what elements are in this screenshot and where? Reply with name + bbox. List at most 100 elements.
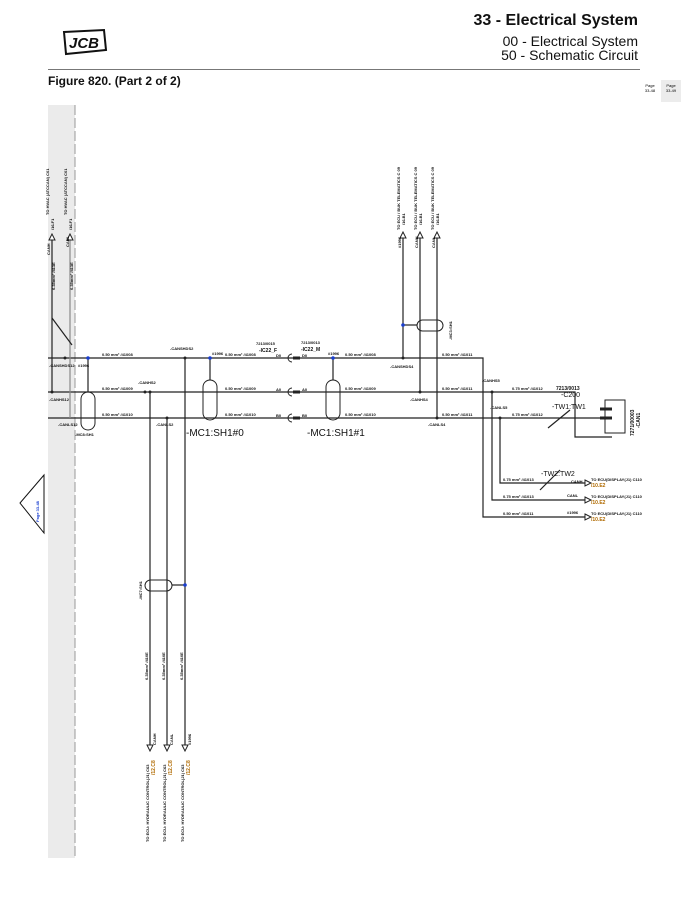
connector-ic22 [287,353,300,423]
pin-label: B0 [302,413,308,418]
signal-label: CANL [169,733,174,745]
page-link-label: Page [645,83,655,88]
signal-label: #1996 [187,733,192,745]
pin-label: A0 [276,387,282,392]
pin-ref: /12.C8 [151,760,157,775]
pin-label: B0 [276,413,282,418]
page-ref-label: Page 33-48 [35,500,40,522]
splice-label: -CANHS5 [482,378,501,383]
pin-ref: /16.B1 [435,212,440,225]
shield-ovals [80,319,444,592]
ic22m-part: 7213/0013 [301,340,321,345]
display-outputs: TO ECU(DISPLAY(J1) C110 TO ECU(DISPLAY(J… [541,471,643,523]
signal-label: CANH [414,236,419,248]
subsection-title: 00 - Electrical System [502,33,638,49]
splice-label: -CANHS4 [410,397,429,402]
wire-spec: 0.35mm² /413E [69,262,74,290]
hydraulic-outputs: 0.35mm² /410E 0.35mm² /410E 0.35mm² /410… [144,652,192,842]
shield-label: -MC8:SH1 [75,432,95,437]
telematics-outputs: TO ECU / BUK TELEMATICS C 09 TO ECU / BU… [396,166,441,248]
splice-label: -CANLS12 [58,422,78,427]
wire-spec: 0.50 mm² /41008 [225,352,256,357]
connector-c200: 7213/0013 -C200 -TW1:TW1 7271/00003 -CAN… [552,386,642,436]
c200-part: 7213/0013 [556,386,580,392]
destination-label: TO ECU: HYDRAULIC CONTROL(J1) C63 [180,764,185,842]
shield-mc1-1 [325,379,341,421]
pin-label: A0 [302,387,308,392]
shield-mc7 [144,579,173,592]
pin-ref: /12.C8 [186,760,192,775]
wire-spec: 0.35mm² /413E [51,262,56,290]
destination-label: TO ECU(DISPLAY(J1) C110 [591,477,643,482]
wire-spec: 0.50 mm² /41011 [503,511,534,516]
destination-label: TO HVAC (ATCCAN) C01 [63,168,68,215]
destination-label: TO ECU: HYDRAULIC CONTROL(J1) C63 [145,764,150,842]
ic22m-name: -IC22_M [301,347,320,353]
pin-label: D0 [276,353,282,358]
wire-spec: 0.35mm² /410E [179,652,184,680]
pin-ref: /16.B1 [401,212,406,225]
figure-caption: Figure 820. (Part 2 of 2) [48,74,181,88]
ic22f-part: 7213/0015 [256,341,276,346]
splice-label: -CANLS2 [156,422,174,427]
page-link-label: Page [666,83,676,88]
wire-spec: 0.50 mm² /41009 [102,386,133,391]
wire-spec: 0.75 mm² /41012 [512,412,543,417]
shield-mc1-0 [202,379,218,421]
section-title: 33 - Electrical System [473,12,638,29]
can1-part: 7271/00003 [630,409,636,436]
destination-label: TO ECU / BUK TELEMATICS C 09 [413,166,418,230]
signal-label: CANL [567,493,579,498]
destination-label: TO ECU(DISPLAY(J1) C110 [591,511,643,516]
splice-label: -CANSHDS12 [49,363,75,368]
wire-spec: 0.35mm² /410E [144,652,149,680]
signal-label: CANL [65,235,70,247]
wire-spec: 0.50 mm² /41009 [345,386,376,391]
shield-mc3 [416,319,444,332]
destination-label: TO HVAC (ATCCAN) C01 [45,168,50,215]
net-label: #1996 [328,351,340,356]
wire-spec: 0.75 mm² /41013 [503,494,534,499]
splice-label: -CANSHDS2 [170,346,194,351]
topic-title: 50 - Schematic Circuit [501,47,638,63]
shield-label: -MC1:SH1#1 [307,428,365,439]
shield-mc8 [80,391,96,431]
page-ref-arrow[interactable]: Page 33-48 [19,473,45,535]
ic22f-name: -IC22_F [259,348,277,354]
pin-ref: /10.E2 [591,500,606,506]
wire-spec: 0.50 mm² /41011 [442,412,473,417]
margin-band [48,105,75,858]
shield-label: -MC1:SH1#0 [186,428,244,439]
destination-label: TO ECU: HYDRAULIC CONTROL(J1) C63 [162,764,167,842]
signal-label: CANH [152,733,157,745]
pin-ref: /10.E2 [591,483,606,489]
can1-name: -CAN1 [636,413,642,428]
pin-ref: /16.F1 [50,218,55,230]
wire-spec: 0.75 mm² /41012 [512,386,543,391]
splice-label: -CANLS4 [428,422,446,427]
wire-spec: 0.50 mm² /41010 [225,412,256,417]
net-label: #1996 [78,363,90,368]
pin-label: D0 [302,353,308,358]
signal-label: #1996 [397,236,402,248]
shield-label: -MC3:SH1 [448,320,453,340]
wire-spec: 0.50 mm² /41009 [225,386,256,391]
wire-spec: 0.75 mm² /41013 [503,477,534,482]
pin-ref: /12.C8 [168,760,174,775]
splice-label: -CANHS12 [49,397,70,402]
pin-ref: /16.B1 [418,212,423,225]
net-label: #1996 [212,351,224,356]
wire-spec: 0.35mm² /410E [161,652,166,680]
wire-spec: 0.50 mm² /41011 [442,352,473,357]
splice-label: -CANSHDS4 [390,364,414,369]
destination-label: TO ECU(DISPLAY(J1) C110 [591,494,643,499]
bus-wires [48,238,612,745]
signal-label: CANH [571,479,583,484]
pin-ref: /10.E2 [591,517,606,523]
jcb-logo: JCB [62,28,108,56]
destination-label: TO ECU / BUK TELEMATICS C 09 [396,166,401,230]
